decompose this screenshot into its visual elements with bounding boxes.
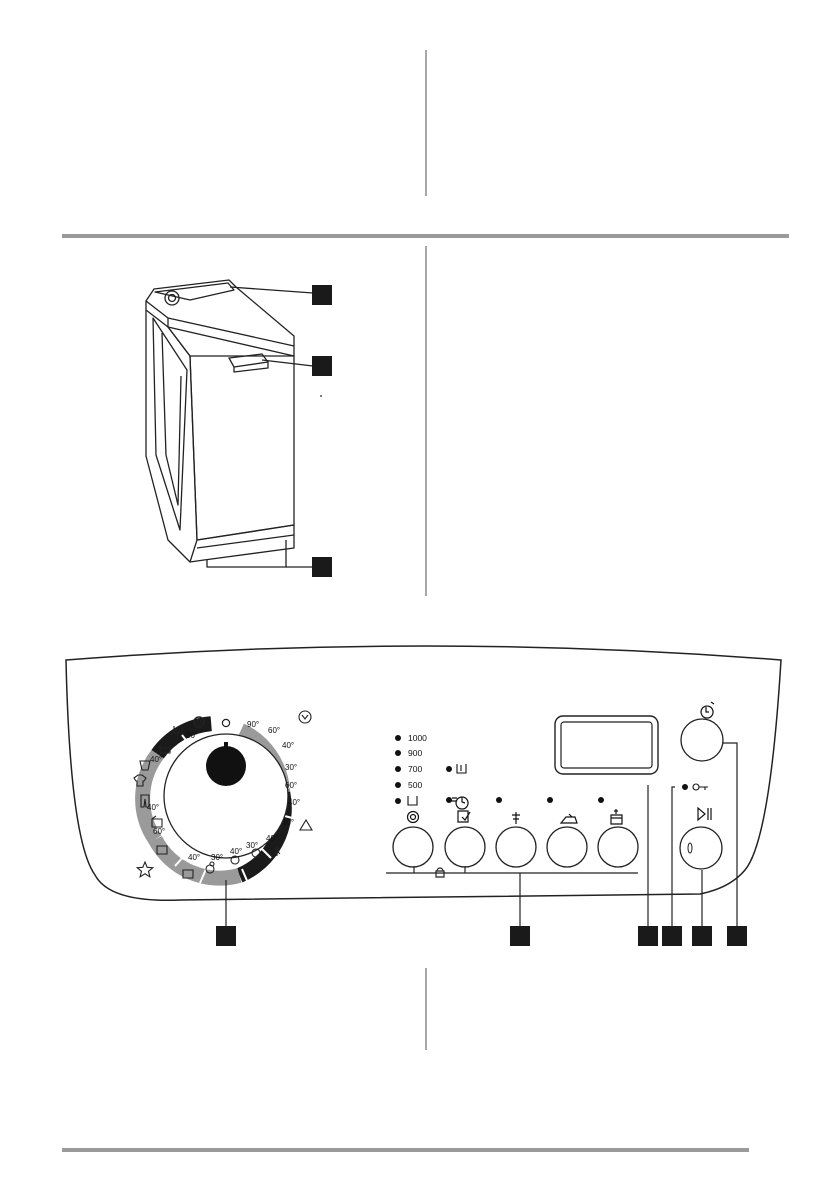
callout-program-selector <box>216 926 236 946</box>
spin-button[interactable] <box>392 826 434 868</box>
eco-icon <box>298 710 312 724</box>
temp-60: 60° <box>268 726 280 735</box>
leader-door-lock <box>671 786 675 928</box>
column-divider-bottom <box>425 968 427 1050</box>
no-spin-icon <box>407 796 418 806</box>
dial-face <box>163 733 289 859</box>
callout-delay-start <box>727 926 747 946</box>
callout-adjustable-feet <box>312 557 332 577</box>
temp-30: 30° <box>285 763 297 772</box>
rinse-icon <box>159 745 171 754</box>
spin-700-label: 700 <box>408 764 422 774</box>
temp-40-left-b: 40° <box>147 803 159 812</box>
program-icons <box>133 710 313 879</box>
temp-40c: 40° <box>266 834 278 843</box>
display-screen <box>554 715 659 775</box>
led-no-spin <box>395 798 401 804</box>
easy-care-icon <box>273 846 281 856</box>
temp-40-bottom: 40° <box>188 853 200 862</box>
led-900 <box>395 750 401 756</box>
hand-wash-icon <box>182 869 194 879</box>
synthetics-icon <box>299 818 313 831</box>
temp-30b: 30° <box>282 818 294 827</box>
temp-90: 90° <box>247 720 259 729</box>
callout-option-buttons <box>510 926 530 946</box>
bedding-icon <box>251 848 261 858</box>
key-icon <box>692 783 708 791</box>
spin-drain-icon <box>139 760 151 771</box>
spin-1000-label: 1000 <box>408 733 427 743</box>
led-rinse-hold <box>446 766 452 772</box>
temp-40b: 40° <box>288 798 300 807</box>
lock-icon <box>435 867 445 878</box>
temp-30-left: 30° <box>186 731 198 740</box>
leader-delay-start <box>723 742 738 928</box>
spin-speed-indicators: 1000 900 700 500 <box>395 733 467 806</box>
callout-display <box>638 926 658 946</box>
callout-door-lock <box>662 926 682 946</box>
mixed-icon <box>230 855 240 865</box>
delay-start-icon <box>700 701 715 719</box>
time-saving-icon <box>457 810 471 823</box>
led-700 <box>395 766 401 772</box>
easy-iron-button[interactable] <box>546 826 588 868</box>
section-rule-bottom <box>62 1148 749 1152</box>
callout-door-handle <box>312 356 332 376</box>
start-pause-led <box>687 842 693 854</box>
program-selector: 90° 60° 40° 30° 60° 40° 30° 40° 30° 30° … <box>133 710 313 886</box>
spin-500-label: 500 <box>408 780 422 790</box>
easy-iron-icon <box>559 813 578 824</box>
time-saving-button[interactable] <box>444 826 486 868</box>
led-1000 <box>395 735 401 741</box>
temp-30-bottom: 30° <box>211 853 223 862</box>
temp-40-bottom-b: 40° <box>230 847 242 856</box>
callout-lid <box>312 285 332 305</box>
temp-40: 40° <box>282 741 294 750</box>
cottons-eco-icon <box>193 716 205 728</box>
delay-start-button[interactable] <box>680 718 724 762</box>
extra-rinse-button[interactable] <box>597 826 639 868</box>
option-leds <box>446 797 604 803</box>
section-rule-top <box>62 234 789 238</box>
dial-ring-gray-left <box>135 749 164 844</box>
dial-knob[interactable] <box>206 746 246 786</box>
extra-rinse-icon <box>610 809 623 825</box>
callout-start-pause <box>692 926 712 946</box>
stain-button[interactable] <box>495 826 537 868</box>
temp-60b: 60° <box>285 781 297 790</box>
display-inner <box>560 721 653 769</box>
temp-60-left: 60° <box>153 827 165 836</box>
door-lock-led <box>682 784 688 790</box>
jeans-icon <box>140 794 150 808</box>
stain-icon <box>512 812 520 824</box>
temp-40-left: 40° <box>150 755 162 764</box>
column-divider-middle <box>425 246 427 596</box>
time-saving-clock-icon <box>451 796 469 810</box>
soak-icon <box>173 726 183 734</box>
favourite-star-icon <box>135 860 155 878</box>
cottons-icon <box>133 774 147 787</box>
led-500 <box>395 782 401 788</box>
dial-pointer <box>224 742 228 752</box>
child-lock-bracket <box>386 866 638 878</box>
start-pause-button[interactable] <box>679 826 723 870</box>
temp-30c: 30° <box>246 841 258 850</box>
wool-icon <box>151 815 163 828</box>
dial-ring-gray-bottom <box>148 835 242 886</box>
rinse-hold-icon <box>456 764 467 774</box>
delicates-icon <box>156 845 168 855</box>
spin-900-label: 900 <box>408 748 422 758</box>
start-pause-icon <box>697 806 712 822</box>
spin-icon <box>406 810 420 824</box>
column-divider-top <box>425 50 427 196</box>
dial-off-marker <box>221 718 231 728</box>
